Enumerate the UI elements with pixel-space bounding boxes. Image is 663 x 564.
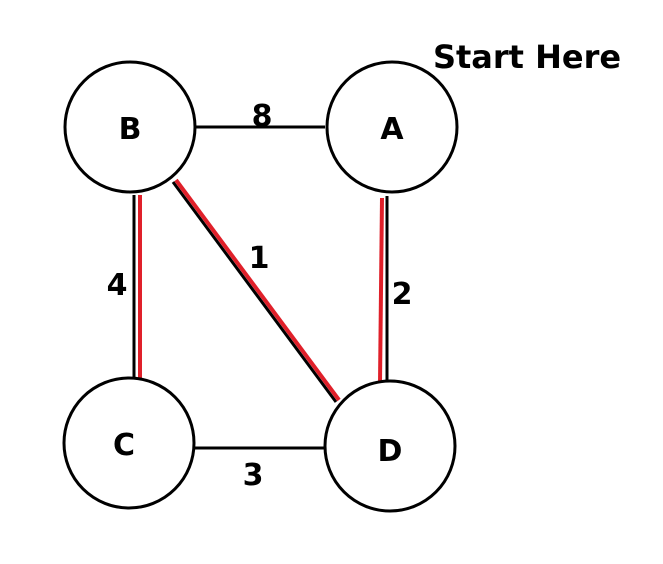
node-d: D	[323, 379, 457, 513]
edges-layer	[132, 125, 389, 450]
node-a: A	[325, 60, 459, 194]
node-b-label: B	[119, 112, 142, 147]
edge-weight-a-d: 2	[392, 277, 413, 312]
edge-weight-b-c: 4	[107, 268, 128, 303]
node-c-label: C	[113, 428, 135, 463]
highlight-layer	[138, 178, 384, 402]
edge-weight-c-d: 3	[243, 458, 264, 493]
edge-weights: 8 2 4 1 3	[107, 99, 413, 493]
highlight-edge-a-d	[378, 197, 384, 384]
node-c: C	[62, 376, 196, 510]
highlight-edge-b-d	[174, 178, 341, 402]
node-d-label: D	[378, 434, 403, 469]
edge-weight-b-d: 1	[249, 241, 270, 276]
edge-weight-b-a: 8	[252, 99, 273, 134]
node-b: B	[63, 60, 197, 194]
node-a-label: A	[380, 112, 404, 147]
edge-b-d	[171, 181, 338, 403]
start-here-note: Start Here	[433, 38, 621, 76]
